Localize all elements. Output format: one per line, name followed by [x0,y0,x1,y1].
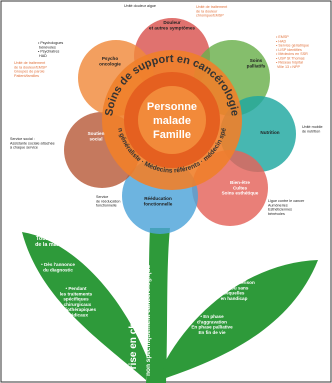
stem-line2: non spécifiquement cancérologique [145,264,152,376]
outer-label-social-service: Service social :Assistante sociale attac… [10,137,55,150]
stem-line1: Prise en charge [128,301,139,376]
center-line3: Famille [153,129,191,141]
outer-label-psychologists: • Psychologues bénévoles• Psychiatres HA… [38,41,63,58]
center-line1: Personne [147,101,197,113]
outer-label-acute-pain-unit: Unité douleur aigue [124,4,156,8]
outer-label-palliative-network: • EMSP• HAD• Service gériatrique• LISP i… [276,35,309,69]
flower-stem [146,228,170,383]
left-leaf [22,232,148,380]
center-line2: malade [153,115,191,127]
right-leaf [160,260,318,380]
center-core [138,86,206,154]
petal-label-nutrition: Nutrition [260,130,279,135]
